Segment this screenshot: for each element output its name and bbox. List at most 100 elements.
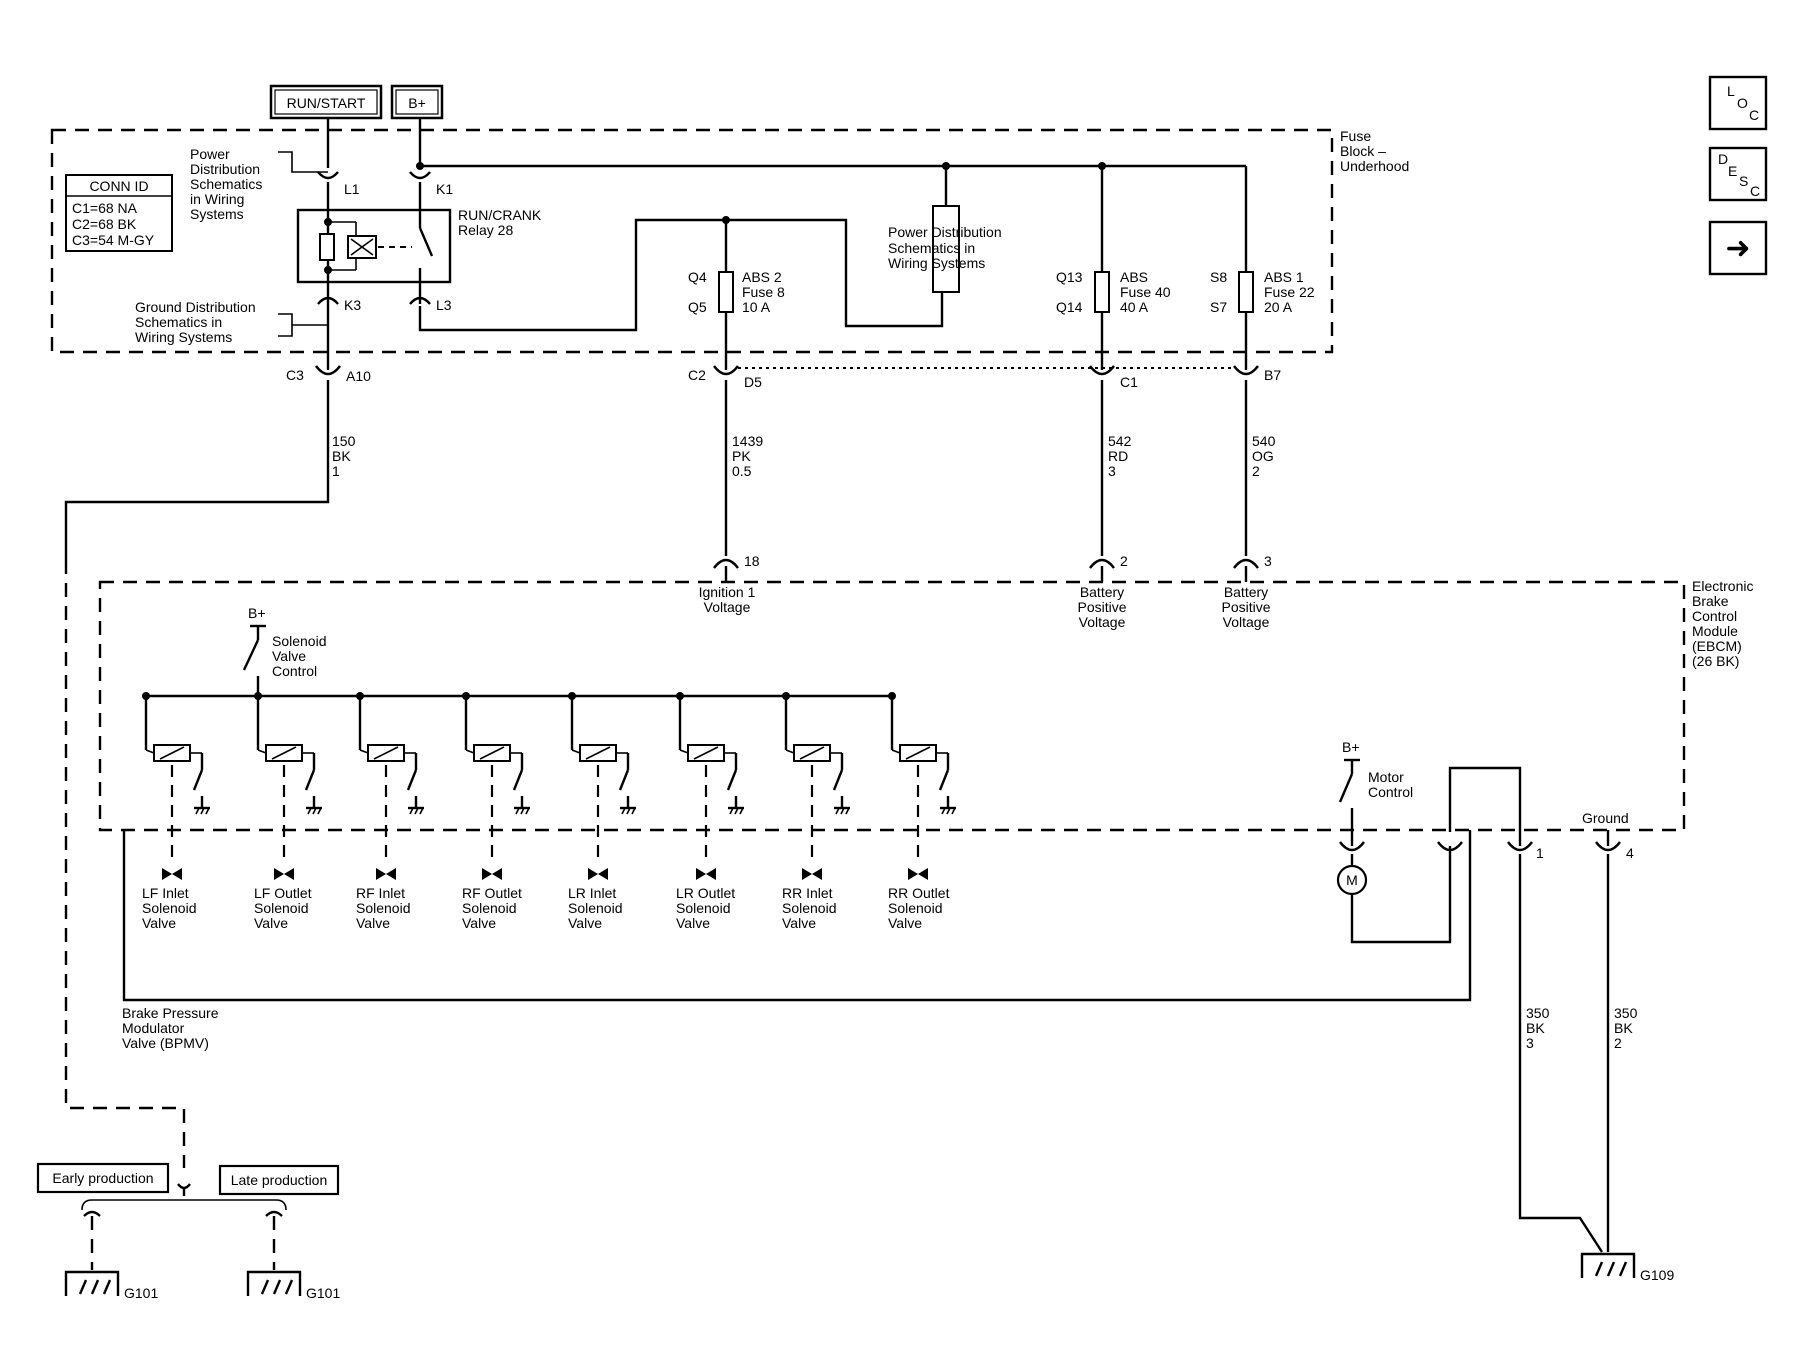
motor-return-wire (1350, 846, 1452, 944)
conn-id-row: C2=68 BK (72, 216, 137, 232)
power-distribution-reference: Power Distribution Schematics in Wiring … (190, 146, 328, 222)
svg-text:1439: 1439 (732, 433, 763, 449)
svg-text:Solenoid: Solenoid (272, 633, 327, 649)
svg-text:Fuse 40: Fuse 40 (1120, 284, 1171, 300)
g109-label: G109 (1640, 1267, 1674, 1283)
power-distribution-mid-reference: Power Distribution Schematics in Wiring … (888, 224, 1002, 271)
conn-id-row: C1=68 NA (72, 200, 138, 216)
solenoid-valve-label: Solenoid (676, 900, 731, 916)
power-distribution-block (932, 205, 960, 293)
svg-text:Battery: Battery (1224, 584, 1268, 600)
fuse-block-label: Fuse Block – Underhood (1340, 128, 1409, 174)
svg-text:Positive: Positive (1077, 599, 1126, 615)
svg-text:(EBCM): (EBCM) (1692, 638, 1742, 654)
motor-control-label: Motor Control (1368, 769, 1413, 800)
svg-text:Control: Control (272, 663, 317, 679)
svg-text:Voltage: Voltage (1223, 614, 1270, 630)
solenoid-valve-label: Valve (462, 915, 496, 931)
wire-350b-label: 350 BK 2 (1614, 1005, 1638, 1051)
late-production-box (218, 1164, 340, 1196)
motor-b-plus-label: B+ (1342, 739, 1360, 755)
solenoid-valve-label: LR Inlet (568, 885, 616, 901)
next-arrow-button[interactable]: ➜ (1708, 220, 1768, 276)
solenoid-valve-label: Solenoid (782, 900, 837, 916)
pin-4-label: 4 (1626, 845, 1634, 861)
valve-icon (482, 868, 492, 880)
solenoid-valve-label: RF Outlet (462, 885, 522, 901)
desc-c: C (1750, 183, 1760, 199)
svg-text:Valve (BPMV): Valve (BPMV) (122, 1035, 209, 1051)
ebcm-pin-18 (713, 558, 739, 569)
connector-b7 (1233, 365, 1259, 376)
svg-text:(26 BK): (26 BK) (1692, 653, 1739, 669)
solenoid-valve-label: LF Inlet (142, 885, 189, 901)
ground-g101-early-icon (64, 1270, 120, 1296)
connector-c3-label: C3 (286, 367, 304, 383)
svg-text:Systems: Systems (190, 206, 244, 222)
pin-18-label: 18 (744, 553, 760, 569)
wire-350a-label: 350 BK 3 (1526, 1005, 1550, 1051)
wire-150-bk (64, 380, 330, 560)
pin-2-label: 2 (1120, 553, 1128, 569)
motor-m-label: M (1346, 872, 1358, 888)
solenoid-valve-label: RR Outlet (888, 885, 950, 901)
motor-control-switch (1338, 773, 1354, 803)
svg-text:BK: BK (1614, 1020, 1633, 1036)
svg-text:S8: S8 (1210, 269, 1227, 285)
pin-k1-label: K1 (436, 181, 453, 197)
power-distribution-loop (726, 218, 944, 328)
g101-early-label: G101 (124, 1285, 158, 1301)
connector-a10-label: A10 (346, 368, 371, 384)
svg-text:Module: Module (1692, 623, 1738, 639)
fuse-abs-1: S8 S7 ABS 1 Fuse 22 20 A (1210, 166, 1315, 370)
motor-connector (1339, 841, 1365, 852)
svg-text:Modulator: Modulator (122, 1020, 185, 1036)
fuse-abs-2: Q4 Q5 ABS 2 Fuse 8 10 A (688, 220, 785, 370)
svg-text:Wiring Systems: Wiring Systems (888, 255, 985, 271)
svg-text:BK: BK (332, 448, 351, 464)
solenoid-valve-label: Solenoid (462, 900, 517, 916)
svg-text:1: 1 (332, 463, 340, 479)
loc-l: L (1727, 83, 1735, 99)
g101-ground-path (64, 560, 186, 1168)
svg-text:Q13: Q13 (1056, 269, 1083, 285)
conn-id-row: C3=54 M-GY (72, 232, 155, 248)
svg-text:350: 350 (1614, 1005, 1638, 1021)
pin-l3-label: L3 (436, 297, 452, 313)
ebcm-pin-1 (1507, 841, 1533, 852)
svg-text:Wiring Systems: Wiring Systems (135, 329, 232, 345)
svg-text:20 A: 20 A (1264, 299, 1293, 315)
wire-1439-label: 1439 PK 0.5 (732, 433, 763, 479)
ebcm-pin-3 (1233, 558, 1259, 569)
solenoid-valve-label: Valve (782, 915, 816, 931)
svg-text:Motor: Motor (1368, 769, 1404, 785)
valve-icon (802, 868, 812, 880)
late-connector (265, 1210, 283, 1217)
relay-output-wire (418, 218, 726, 332)
early-production-label: Early production (52, 1170, 153, 1186)
ebcm-pin-2 (1089, 558, 1115, 569)
early-production-box (36, 1162, 170, 1194)
desc-nav-button[interactable]: D E S C (1708, 146, 1768, 202)
connector-c2-label: C2 (688, 367, 706, 383)
svg-text:Distribution: Distribution (190, 161, 260, 177)
svg-text:Voltage: Voltage (704, 599, 751, 615)
svg-text:S7: S7 (1210, 299, 1227, 315)
svg-text:Q14: Q14 (1056, 299, 1083, 315)
svg-text:Ground Distribution: Ground Distribution (135, 299, 256, 315)
svg-text:150: 150 (332, 433, 356, 449)
loc-c: C (1749, 107, 1759, 123)
connector-d5-label: D5 (744, 374, 762, 390)
svg-text:Fuse 22: Fuse 22 (1264, 284, 1315, 300)
svg-text:Fuse 8: Fuse 8 (742, 284, 785, 300)
desc-e: E (1728, 163, 1737, 179)
solenoid-valve-label: LR Outlet (676, 885, 735, 901)
loc-nav-button[interactable]: L O C (1708, 75, 1768, 131)
svg-text:Control: Control (1368, 784, 1413, 800)
